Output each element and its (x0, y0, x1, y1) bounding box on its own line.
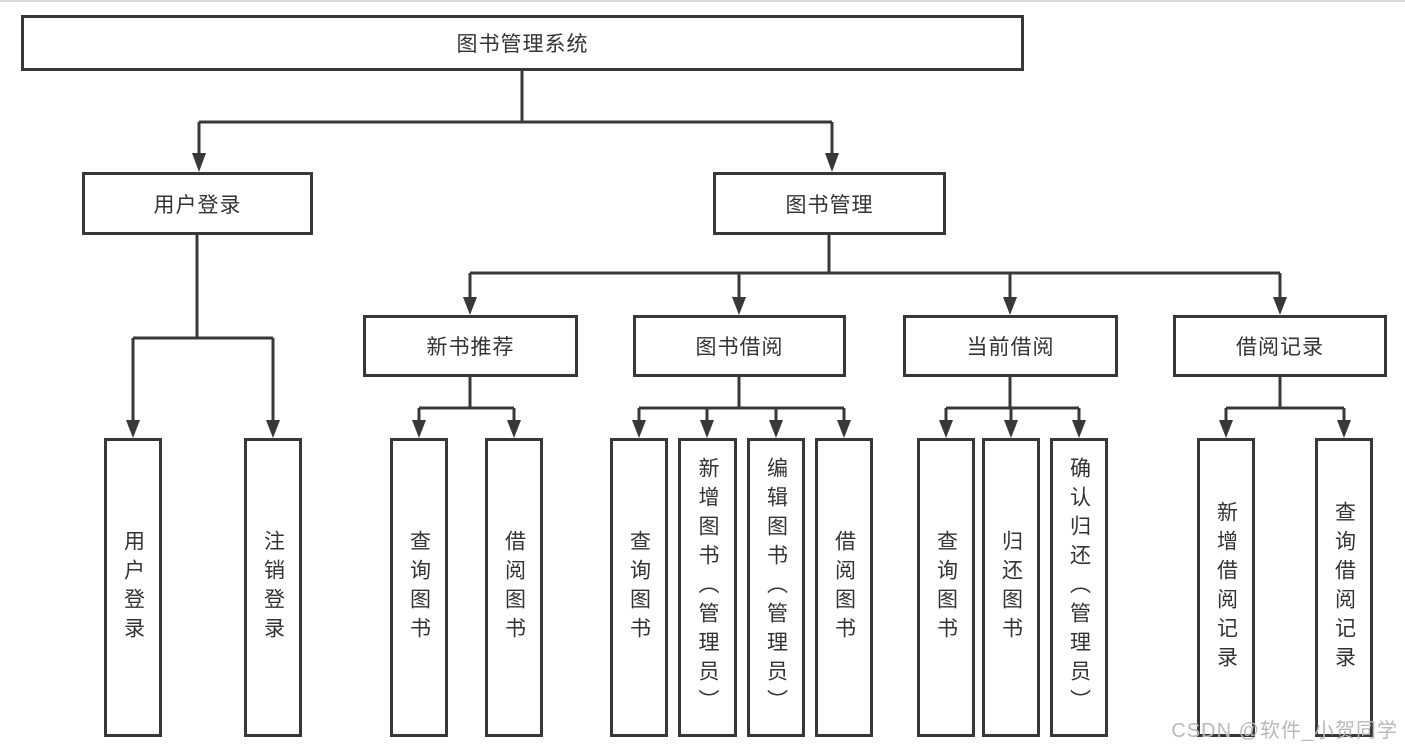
leaf-query-books-1: 查询图书 (390, 438, 448, 737)
node-current-borrow-label: 当前借阅 (966, 336, 1055, 359)
leaf-add-borrow-record-label: 新增借阅记录 (1214, 500, 1238, 675)
leaf-add-borrow-record: 新增借阅记录 (1197, 438, 1255, 737)
leaf-query-books-2-label: 查询图书 (627, 529, 651, 646)
leaf-query-books-2: 查询图书 (610, 438, 668, 737)
node-root: 图书管理系统 (21, 15, 1024, 71)
leaf-add-book-admin: 新增图书（管理员） (678, 438, 737, 737)
leaf-logout: 注销登录 (244, 438, 302, 737)
node-book-borrow-label: 图书借阅 (695, 336, 784, 359)
leaf-query-books-3: 查询图书 (917, 438, 975, 737)
leaf-edit-book-admin: 编辑图书（管理员） (747, 438, 805, 737)
watermark-text: CSDN @软件_小贺同学 (1171, 720, 1398, 742)
leaf-logout-label: 注销登录 (261, 529, 285, 646)
arrowheads (126, 153, 1351, 438)
leaf-borrow-books-2: 借阅图书 (815, 438, 873, 737)
leaf-borrow-books-1: 借阅图书 (485, 438, 543, 737)
node-book-borrow: 图书借阅 (633, 315, 846, 377)
node-book-management: 图书管理 (713, 172, 946, 235)
node-book-management-label: 图书管理 (785, 193, 874, 217)
leaf-query-borrow-record-label: 查询借阅记录 (1332, 500, 1356, 675)
node-borrow-records: 借阅记录 (1173, 315, 1387, 377)
leaf-query-books-1-label: 查询图书 (407, 529, 431, 646)
node-root-label: 图书管理系统 (456, 33, 589, 56)
leaf-query-borrow-record: 查询借阅记录 (1315, 438, 1373, 737)
leaf-confirm-return-admin-label: 确认归还（管理员） (1067, 457, 1091, 718)
leaf-confirm-return-admin: 确认归还（管理员） (1050, 438, 1108, 737)
node-borrow-records-label: 借阅记录 (1236, 336, 1324, 359)
leaf-user-login-label: 用户登录 (121, 529, 145, 646)
leaf-return-books-label: 归还图书 (999, 529, 1023, 646)
node-new-book-recommend: 新书推荐 (363, 315, 578, 377)
node-user-login: 用户登录 (82, 172, 313, 235)
node-current-borrow: 当前借阅 (903, 315, 1118, 377)
leaf-edit-book-admin-label: 编辑图书（管理员） (764, 457, 788, 718)
leaf-return-books: 归还图书 (982, 438, 1040, 737)
leaf-user-login: 用户登录 (104, 438, 162, 737)
leaf-query-books-3-label: 查询图书 (934, 529, 958, 646)
node-user-login-label: 用户登录 (153, 193, 242, 217)
leaf-borrow-books-2-label: 借阅图书 (832, 529, 856, 646)
node-new-book-recommend-label: 新书推荐 (426, 336, 515, 359)
leaf-borrow-books-1-label: 借阅图书 (502, 529, 526, 646)
leaf-add-book-admin-label: 新增图书（管理员） (696, 457, 719, 718)
